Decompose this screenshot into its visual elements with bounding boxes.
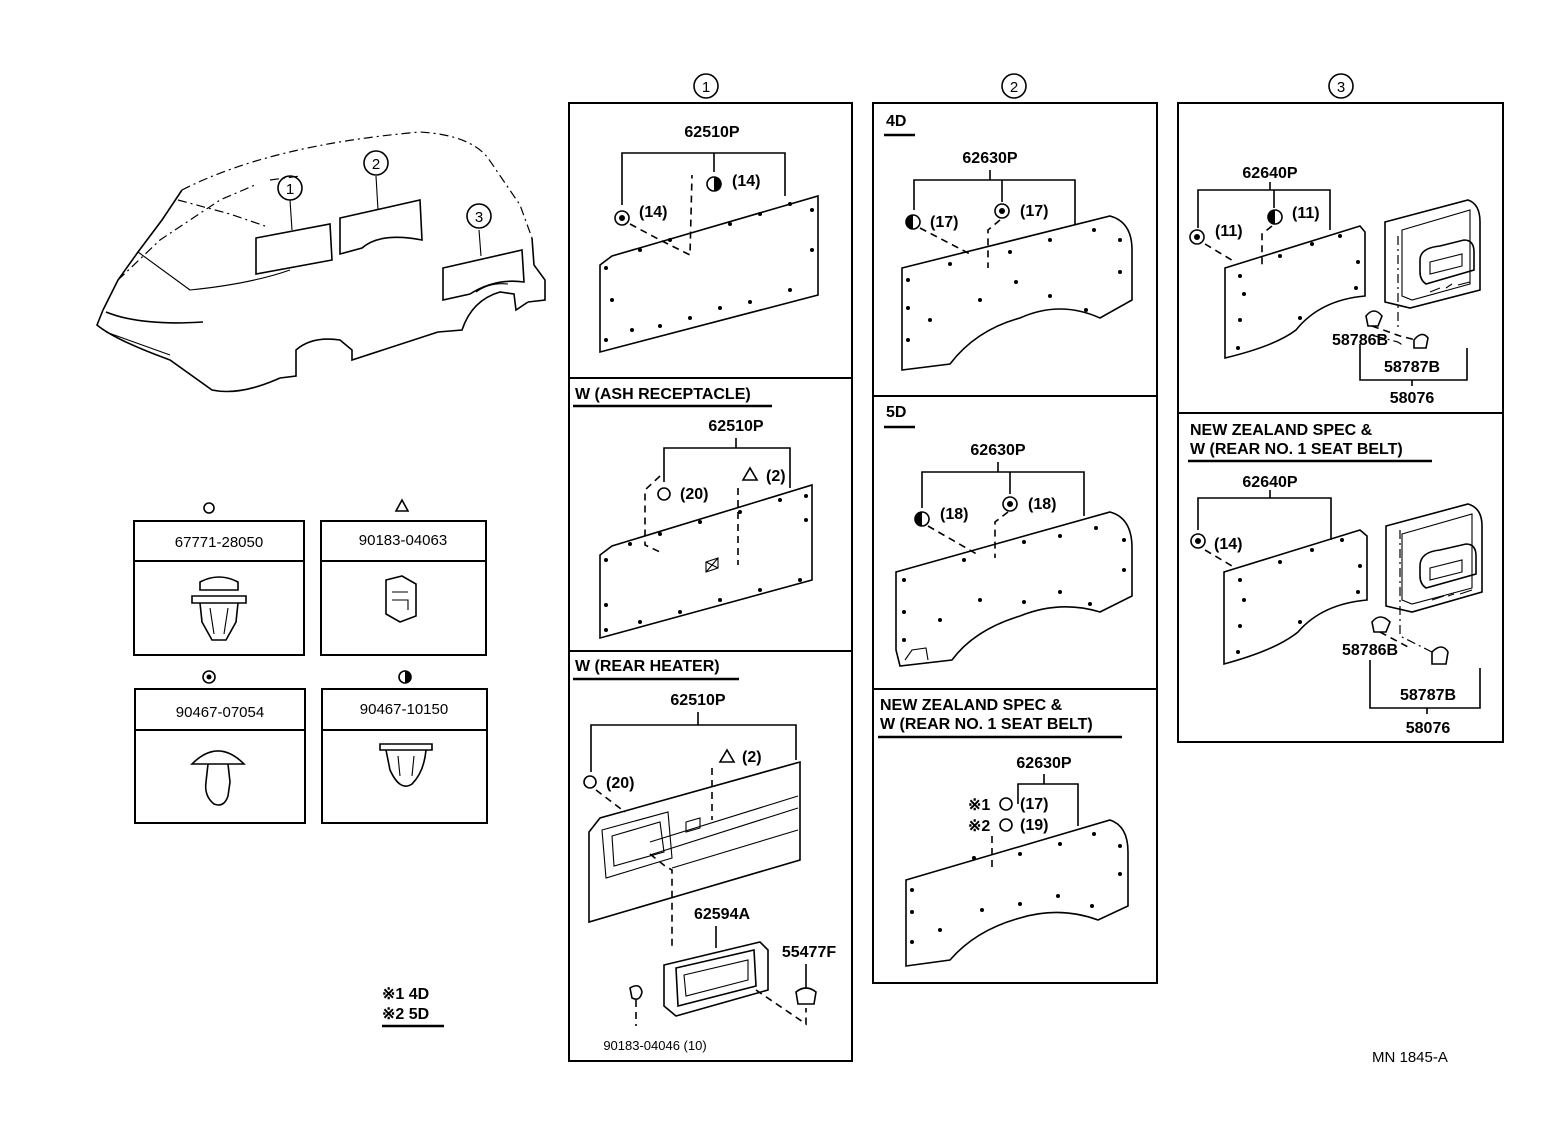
p3-nz-title1: NEW ZEALAND SPEC & [1190,422,1373,439]
p1-ash-title: W (ASH RECEPTACLE) [575,386,751,403]
section-1-number: 1 [702,79,710,96]
variant-notes: ※1 4D ※2 5D [382,986,444,1028]
p1-heater-part4: 90183-04046 (10) [603,1038,706,1053]
note-4d: ※1 4D [382,986,429,1003]
p1-top-q2: (14) [732,173,760,190]
clip-part-2: 90183-04063 [359,532,447,549]
section-3-number: 3 [1337,79,1345,96]
p3-top-p1: 58786B [1332,332,1388,349]
section-3-header [1328,73,1354,99]
p3-nz-p1: 58786B [1342,642,1398,659]
section-2-header [1001,73,1027,99]
p3-nz-q1: (14) [1214,536,1242,553]
p2-4d-q1: (17) [930,214,958,231]
p1-heater-q1: (20) [606,775,634,792]
section-marker-1 [277,175,303,201]
p2-5d-q1: (18) [940,506,968,523]
retainer-icon [385,575,417,623]
p3-nz-p3: 58076 [1406,720,1451,737]
p3-top-panel [1224,225,1366,360]
p3-nz-trim [1385,503,1483,613]
p1-heater-part3: 55477F [782,944,836,961]
clip-box-4 [321,688,488,824]
p3-top-p2: 58787B [1384,359,1440,376]
p1-heater-part: 62510P [670,692,725,709]
clip-box-1 [133,520,305,656]
clip-legend: 67771-28050 90183-04063 90467-07054 [133,498,488,824]
p3-top-q1: (11) [1215,223,1243,240]
p2-nz-title2: W (REAR NO. 1 SEAT BELT) [880,716,1093,733]
p2-nz-panel [905,819,1129,967]
section-1-header [693,73,719,99]
p2-nz-m2: ※2 [968,818,990,835]
grommet-clip-icon [379,743,433,787]
p2-4d-panel [901,215,1133,371]
note-5d: ※2 5D [382,1006,429,1023]
p2-nz-q2: (19) [1020,817,1048,834]
section-marker-3-text: 3 [475,209,483,226]
p1-heater-q2: (2) [742,749,762,766]
p2-nz-part: 62630P [1016,755,1071,772]
section-marker-1-text: 1 [286,181,294,198]
section-2: 2 4D 62630P (17) (17) 5D 62630P (18) [872,73,1158,984]
p1-ash-panel [599,483,813,640]
p1-ash-q2: (2) [766,468,786,485]
p2-4d-q2: (17) [1020,203,1048,220]
p1-heater-title: W (REAR HEATER) [575,658,720,675]
p1-top-panel [599,194,819,354]
p2-nz-q1: (17) [1020,796,1048,813]
p3-nz-panel [1223,529,1368,666]
p3-top-part: 62640P [1242,165,1297,182]
vehicle-outline: 1 2 3 [96,131,546,393]
p2-5d-title: 5D [886,404,906,421]
p2-nz-m1: ※1 [968,797,990,814]
p1-ash-part: 62510P [708,418,763,435]
reference-code: MN 1845-A [1372,1049,1448,1066]
p2-5d-q2: (18) [1028,496,1056,513]
heater-duct [663,941,769,1017]
section-1: 1 62510P (14) (14) W (ASH RECEPTACLE) 62… [568,73,853,1062]
p1-heater-part2: 62594A [694,906,750,923]
open-circle-icon [203,502,215,514]
section-3: 3 62640P (11) (11) 58786B 58787B 58076 [1177,73,1504,743]
p2-4d-title: 4D [886,113,906,130]
triangle-icon [394,498,410,512]
p3-top-q2: (11) [1292,205,1320,222]
p2-4d-part: 62630P [962,150,1017,167]
p2-5d-panel [895,511,1133,667]
clip-part-3: 90467-07054 [176,704,264,721]
clip-part-1: 67771-28050 [175,534,263,551]
p3-top-p3: 58076 [1390,390,1435,407]
p2-nz-title1: NEW ZEALAND SPEC & [880,697,1063,714]
section-marker-2 [363,150,389,176]
section-marker-3 [466,203,492,229]
section-2-number: 2 [1010,79,1018,96]
p3-nz-title2: W (REAR NO. 1 SEAT BELT) [1190,441,1403,458]
p1-heater-panel [588,760,801,924]
p3-nz-part: 62640P [1242,474,1297,491]
p1-top-part: 62510P [684,124,739,141]
clip-box-2 [320,520,487,656]
mushroom-clip-icon [190,750,246,806]
push-rivet-icon [191,576,247,641]
p2-5d-part: 62630P [970,442,1025,459]
p3-top-trim [1384,199,1481,309]
clip-part-4: 90467-10150 [360,701,448,718]
clip-box-3 [134,688,306,824]
p3-nz-p2: 58787B [1400,687,1456,704]
filled-circle-icon [202,670,216,684]
section-marker-2-text: 2 [372,156,380,173]
p1-ash-q1: (20) [680,486,708,503]
p1-top-q1: (14) [639,204,667,221]
